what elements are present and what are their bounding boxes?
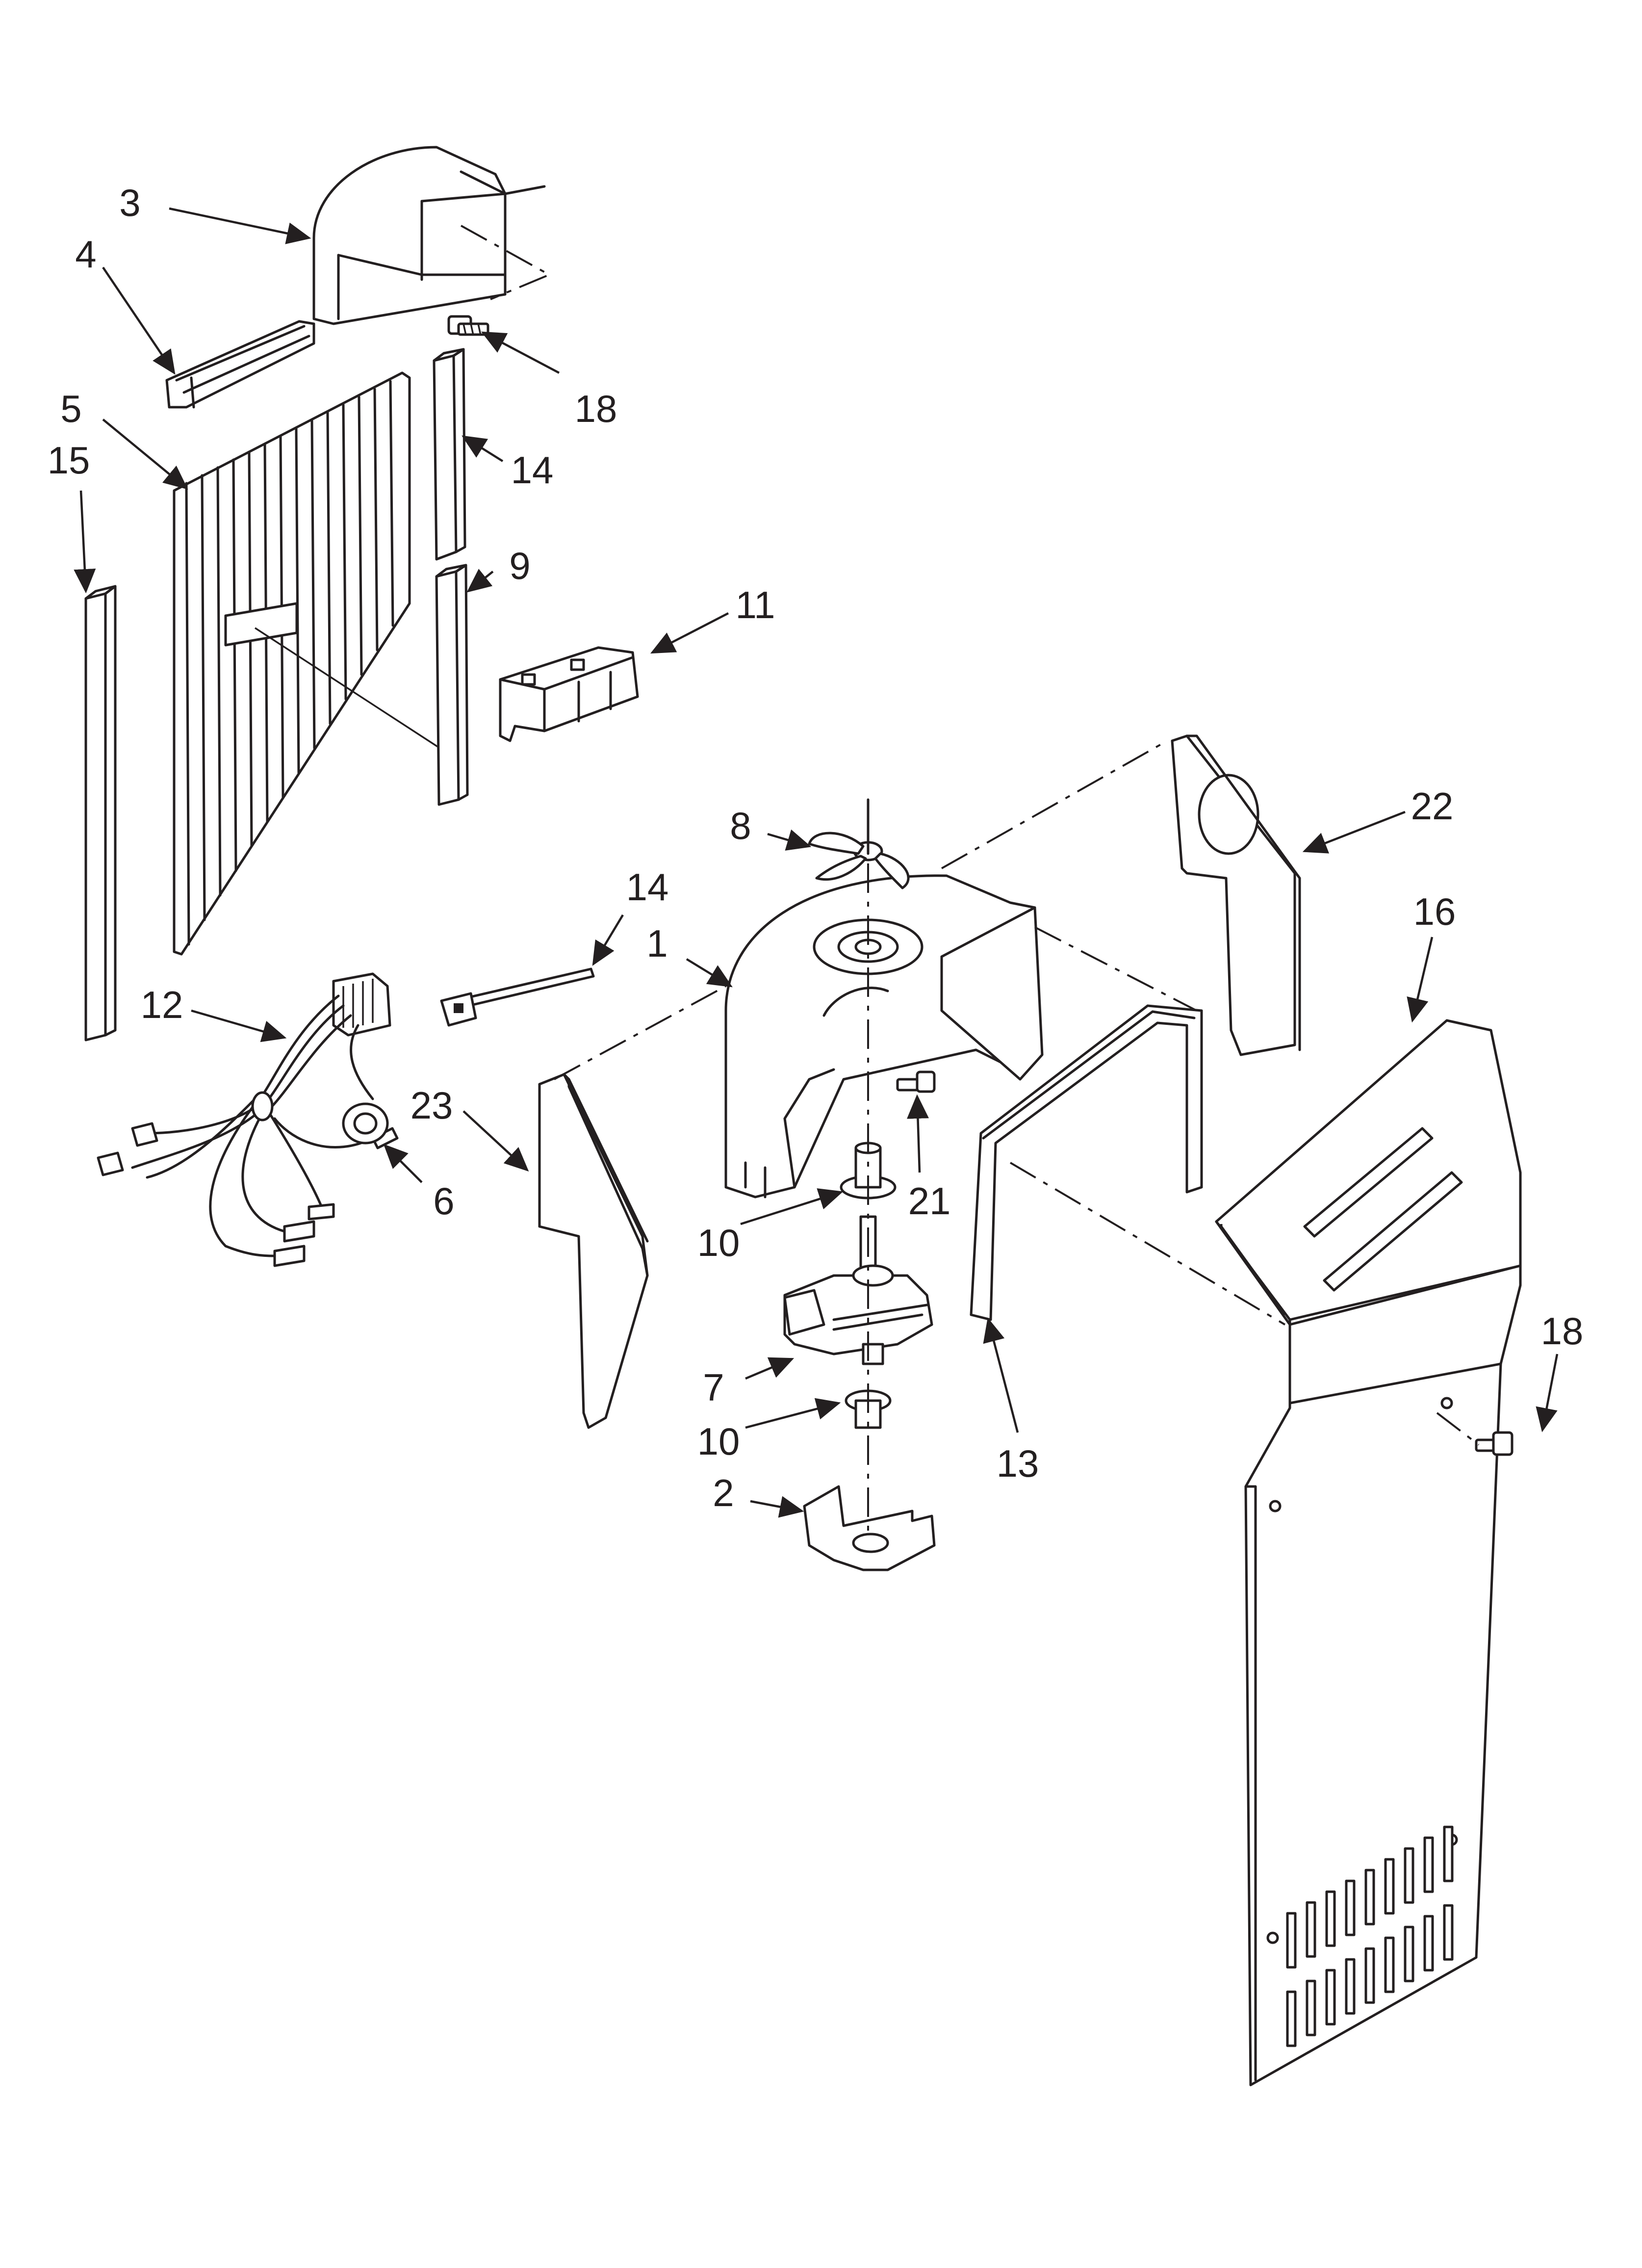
part-12-wire-harness	[97, 972, 399, 1267]
vent-slot	[1325, 1969, 1336, 2026]
leader-lines	[74, 207, 1559, 1518]
part-9-strip	[435, 564, 469, 806]
part-5-evaporator	[173, 371, 452, 956]
callout-10-upper: 10	[697, 1221, 740, 1264]
callout-3: 3	[119, 181, 140, 224]
callout-9: 9	[509, 544, 530, 587]
part-18-screw-right	[1475, 1431, 1514, 1456]
vent-slot	[1423, 1915, 1434, 1972]
part-8-fan-blade	[808, 798, 910, 889]
part-23-side-panel	[538, 1073, 649, 1429]
callout-15: 14	[511, 448, 554, 492]
vent-slot	[1404, 1926, 1414, 1982]
vent-slot	[1325, 1890, 1336, 1947]
vent-slot	[1443, 1904, 1454, 1961]
part-16-strip	[84, 585, 117, 1042]
callout-17: 16	[1413, 890, 1456, 933]
vent-slot	[1306, 1901, 1316, 1958]
callout-11: 11	[736, 583, 775, 626]
callout-2: 2	[713, 1471, 734, 1514]
callout-12: 12	[141, 983, 183, 1026]
vent-slot	[1286, 1912, 1297, 1969]
part-11-bracket	[499, 646, 639, 742]
part-3-air-duct	[312, 146, 552, 325]
vent-slot	[1423, 1836, 1434, 1893]
callout-1: 1	[646, 922, 667, 965]
part-6-grommet	[342, 1102, 389, 1145]
part-13-gasket	[970, 1004, 1203, 1321]
callout-6: 6	[433, 1179, 454, 1223]
callout-5: 5	[60, 387, 81, 430]
callout-22: 22	[1411, 784, 1454, 828]
vent-slot	[1364, 1869, 1375, 1926]
callout-8: 8	[730, 804, 751, 847]
part-15-strip	[433, 348, 466, 561]
vent-slot	[1443, 1825, 1454, 1882]
vent-slot	[1404, 1847, 1414, 1904]
callout-14: 14	[626, 865, 669, 909]
callout-10-lower: 10	[697, 1420, 740, 1463]
part-1-fan-shroud	[724, 874, 1044, 1199]
callout-7: 7	[703, 1366, 724, 1409]
callout-18-top: 18	[575, 387, 617, 430]
part-21-screw	[896, 1070, 936, 1093]
callout-16: 15	[48, 439, 90, 482]
callout-23: 23	[410, 1084, 453, 1127]
vent-slot	[1364, 1947, 1375, 2004]
vent-slot	[1345, 1879, 1356, 1936]
vent-slot	[1384, 1936, 1395, 1993]
vent-slot	[1306, 1980, 1316, 2036]
callout-21: 21	[908, 1179, 951, 1223]
callout-labels: 3 4 5 15 18 14 9 11 8 22 14 1 16 12 23 6…	[48, 181, 1584, 1514]
callout-18-right: 18	[1541, 1309, 1584, 1353]
part-18-screw-top	[447, 315, 489, 336]
part-4-damper	[165, 320, 315, 409]
vent-slot	[1384, 1858, 1395, 1915]
vent-slot	[1286, 1990, 1297, 2047]
vent-slot	[1345, 1958, 1356, 2015]
part-2-mount-bracket	[803, 863, 936, 1571]
callout-13: 13	[997, 1442, 1039, 1485]
part-22-divider-panel	[1171, 734, 1301, 1056]
callout-4: 4	[75, 233, 96, 276]
part-14-cable-tie	[440, 967, 595, 1027]
part-7-fan-motor	[783, 1215, 933, 1365]
part-17-cover	[1215, 1019, 1522, 2086]
assembly-lines	[554, 740, 1480, 1446]
